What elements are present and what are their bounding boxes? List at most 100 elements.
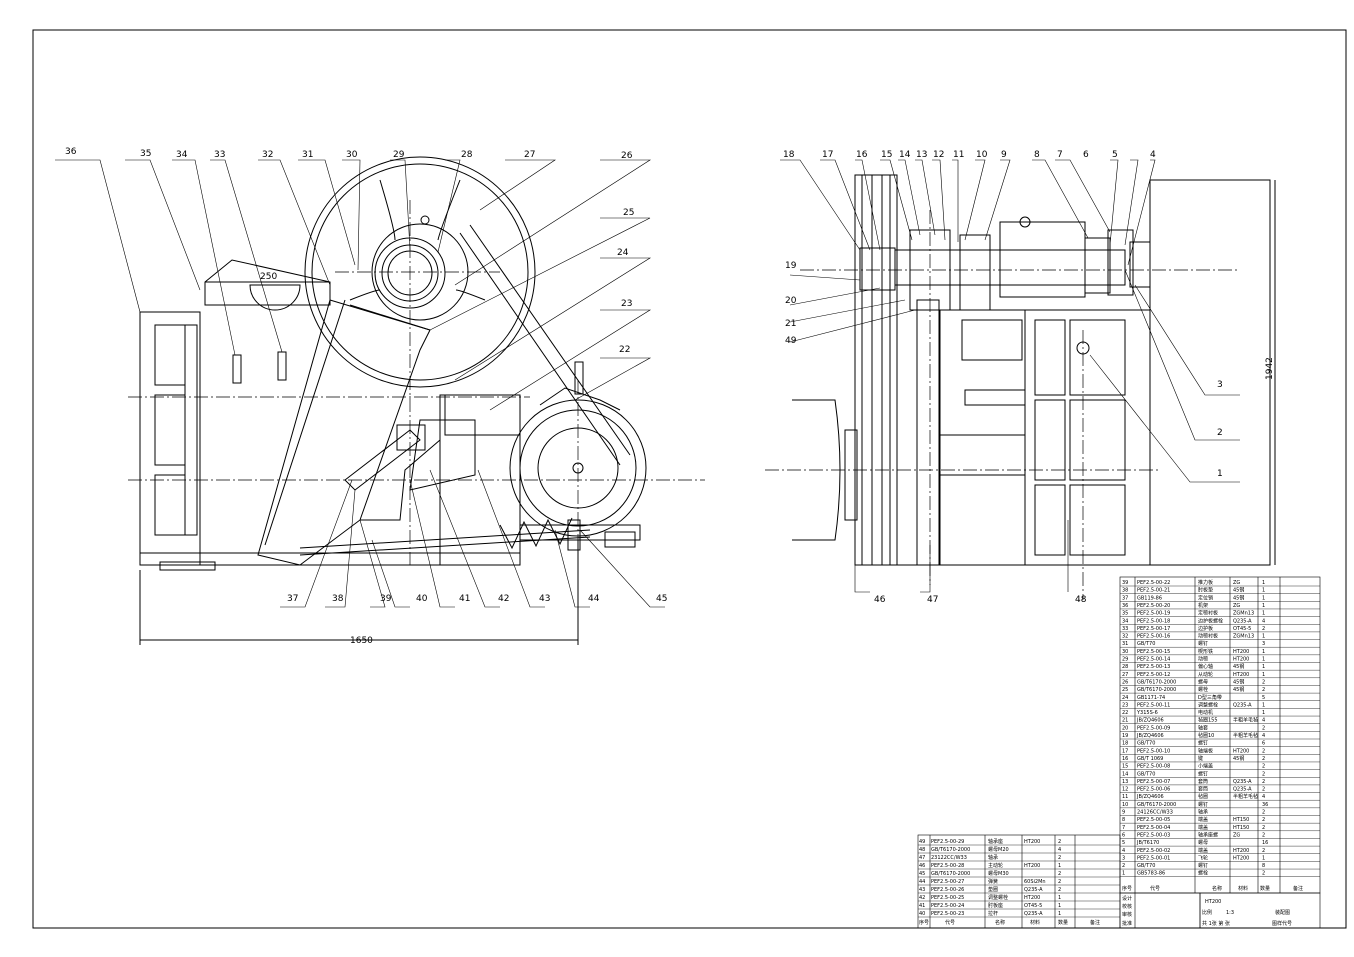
bom-cell: HT200 — [1233, 855, 1249, 861]
bom-left-header-qty: 数量 — [1058, 919, 1068, 926]
bom-cell: 4 — [1262, 618, 1265, 624]
part-label: 39 — [380, 594, 392, 604]
bom-cell: JB/T6170 — [1136, 840, 1159, 846]
bom-cell: HT200 — [1024, 863, 1040, 869]
bom-cell: 1 — [1262, 588, 1265, 594]
bom-cell: 调整螺栓 — [988, 894, 1008, 901]
bom-cell: Q235-A — [1233, 779, 1252, 785]
bom-cell: 45钢 — [1233, 594, 1244, 601]
bom-cell: 2 — [1262, 825, 1265, 831]
part-label: 8 — [1034, 150, 1040, 160]
bom-cell: GB5783-86 — [1137, 871, 1165, 877]
bom-cell: 螺钉 — [1198, 770, 1208, 777]
bom-cell: 1 — [1262, 664, 1265, 670]
part-label: 17 — [822, 150, 833, 160]
bom-cell: 轴承 — [1198, 809, 1208, 816]
bom-cell: Q235-A — [1024, 911, 1043, 917]
bom-cell: 38 — [1122, 588, 1128, 594]
bom-cell: JB/ZQ4606 — [1136, 733, 1164, 739]
part-label: 6 — [1083, 150, 1089, 160]
bom-cell: PEF2.5-00-08 — [1137, 764, 1170, 770]
bom-cell: 螺栓 — [1198, 686, 1208, 693]
title-drawing-no-label: 图样代号 — [1272, 920, 1292, 927]
part-label: 36 — [65, 147, 77, 157]
bom-cell: ZG — [1233, 580, 1240, 586]
part-label: 20 — [785, 296, 797, 306]
bom-cell: ZGMn13 — [1233, 611, 1254, 617]
bom-cell: 2 — [1058, 879, 1061, 885]
part-label: 15 — [881, 150, 892, 160]
bom-cell: 边护板螺栓 — [1198, 617, 1223, 624]
bom-cell: 1 — [1262, 710, 1265, 716]
bom-cell: 14 — [1122, 771, 1128, 777]
bom-cell: PEF2.5-00-22 — [1137, 580, 1170, 586]
bom-cell: 36 — [1262, 802, 1268, 808]
bom-cell: HT200 — [1233, 672, 1249, 678]
bom-cell: 43 — [919, 887, 925, 893]
part-label: 1 — [1217, 469, 1223, 479]
bom-cell: 螺钉 — [1198, 740, 1208, 747]
bom-cell: 32 — [1122, 634, 1128, 640]
part-label: 19 — [785, 261, 797, 271]
bom-cell: 7 — [1122, 825, 1125, 831]
bom-cell: 1 — [1262, 702, 1265, 708]
bom-cell: 4 — [1122, 848, 1125, 854]
bom-header-left: 序号 代号 名称 材料 数量 备注 — [919, 919, 1100, 926]
right-side-right-labels: 321 — [1217, 380, 1223, 479]
bom-right-grid — [1119, 576, 1321, 929]
bom-cell: 2 — [1262, 764, 1265, 770]
part-label: 44 — [588, 594, 600, 604]
bom-cell: 2 — [1058, 855, 1061, 861]
bom-cell: 49 — [919, 839, 925, 845]
bom-cell: 电动机 — [1198, 709, 1213, 716]
part-label: 23 — [621, 299, 632, 309]
dimension-250: 250 — [260, 272, 277, 282]
bom-cell: 垫圈 — [988, 886, 998, 893]
bom-cell: HT200 — [1024, 839, 1040, 845]
bom-cell: 1 — [1262, 580, 1265, 586]
title-scale: 1:3 — [1226, 910, 1234, 916]
bom-cell: 46 — [919, 863, 925, 869]
part-label: 40 — [416, 594, 428, 604]
bom-cell: 21 — [1122, 718, 1128, 724]
bom-cell: 调整螺栓 — [1198, 701, 1218, 708]
part-label: 10 — [976, 150, 988, 160]
bom-cell: 44 — [919, 879, 925, 885]
bom-cell: 机架 — [1198, 602, 1208, 609]
bom-cell: 2 — [1262, 787, 1265, 793]
part-label: 13 — [916, 150, 927, 160]
bom-cell: 26 — [1122, 679, 1128, 685]
dimension-1650: 1650 — [350, 636, 373, 646]
bom-cell: 16 — [1262, 840, 1268, 846]
bom-cell: ZG — [1233, 603, 1240, 609]
bom-cell: 1 — [1058, 903, 1061, 909]
part-label: 3 — [1217, 380, 1223, 390]
bom-cell: 39 — [1122, 580, 1128, 586]
bom-cell: GB/T 1069 — [1137, 756, 1163, 762]
bom-cell: OT45-5 — [1024, 903, 1042, 909]
part-label: 16 — [856, 150, 868, 160]
bom-cell: 36 — [1122, 603, 1128, 609]
bom-cell: GB1171-74 — [1137, 695, 1165, 701]
bom-cell: PEF2.5-00-10 — [1137, 748, 1170, 754]
bom-cell: 27 — [1122, 672, 1128, 678]
bom-cell: 螺母M30 — [988, 870, 1009, 877]
drawing-border — [32, 29, 1347, 929]
bom-cell: GB/T70 — [1137, 741, 1155, 747]
bom-cell: 轴端板 — [1198, 747, 1213, 754]
bom-cell: ZGMn13 — [1233, 634, 1254, 640]
bom-cell: 1 — [1262, 603, 1265, 609]
bom-cell: 1 — [1262, 649, 1265, 655]
bom-cell: 端盖 — [1198, 816, 1208, 823]
bom-cell: 1 — [1122, 871, 1125, 877]
bom-cell: GB/T6170-2000 — [931, 847, 970, 853]
bom-cell: 6 — [1262, 741, 1265, 747]
bom-cell: PEF2.5-00-14 — [1137, 657, 1170, 663]
bom-cell: 拉杆 — [988, 910, 998, 917]
bom-cell: 端盖 — [1198, 824, 1208, 831]
title-drawing-name: 装配图 — [1275, 909, 1290, 916]
